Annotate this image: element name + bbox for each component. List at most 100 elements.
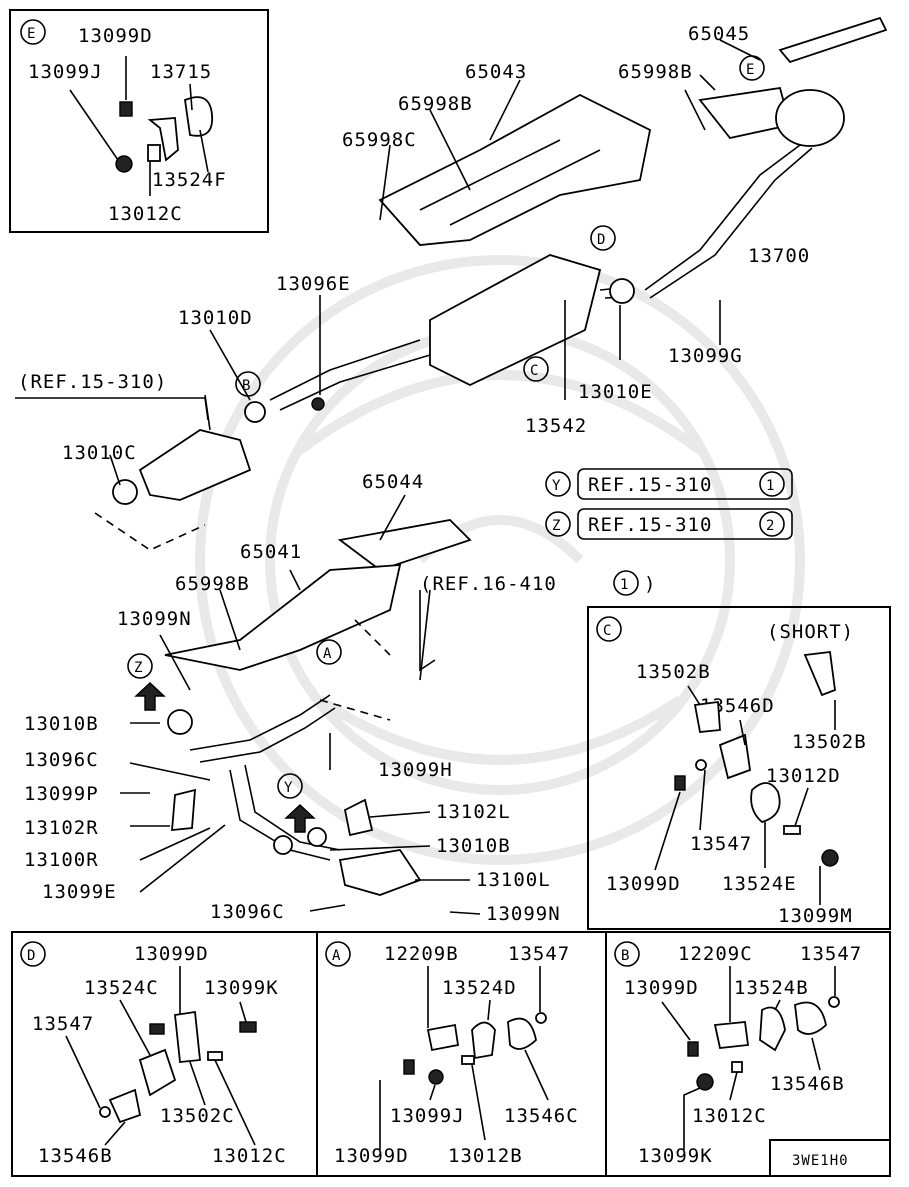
label-65043: 65043 xyxy=(465,61,527,83)
label-65041: 65041 xyxy=(240,541,302,563)
rubber-hanger-icon xyxy=(794,1001,827,1035)
bracket-icon xyxy=(426,1023,460,1052)
label-65998C: 65998C xyxy=(342,129,417,151)
label-65998B: 65998B xyxy=(398,93,473,115)
tail-pipe-tip-icon xyxy=(778,16,888,64)
inset-b-panel: B 12209C 13547 13099D 13524B 13546B 1301… xyxy=(605,931,891,1177)
label-13099N: 13099N xyxy=(486,903,561,925)
gasket-13010B xyxy=(307,827,327,847)
ref-y-text: REF.15-310 xyxy=(588,474,712,496)
label-13010E: 13010E xyxy=(578,381,653,403)
pin-icon xyxy=(731,1061,743,1073)
label-13010B: 13010B xyxy=(24,713,99,735)
inset-c-label-13547: 13547 xyxy=(690,833,752,855)
pin-icon xyxy=(207,1051,223,1061)
ref-16-410-num: 1 xyxy=(620,577,629,593)
inset-e-tag: E xyxy=(27,26,36,42)
label-13099N: 13099N xyxy=(117,608,192,630)
exhaust-pipe-13700 xyxy=(644,144,813,299)
inset-b-label-13099K: 13099K xyxy=(638,1145,713,1167)
bolt-icon xyxy=(149,1023,165,1035)
heat-protector-65044 xyxy=(337,519,472,572)
inset-d-label-13099K: 13099K xyxy=(204,977,279,999)
ref-z-text: REF.15-310 xyxy=(588,514,712,536)
inset-e-label-13524F: 13524F xyxy=(152,169,227,191)
inset-b-label-13546B: 13546B xyxy=(770,1073,845,1095)
label-13700: 13700 xyxy=(748,245,810,267)
bolt-icon xyxy=(428,1069,444,1085)
bracket-icon xyxy=(803,651,836,697)
inset-c-label-13012D: 13012D xyxy=(766,765,841,787)
ref-box-z: Z REF.15-310 2 xyxy=(545,508,793,540)
inset-d-label-13099D: 13099D xyxy=(134,943,209,965)
bracket-icon xyxy=(713,1021,750,1049)
inset-a-tag: A xyxy=(332,948,341,964)
catalytic-converter-icon xyxy=(138,429,252,501)
bracket-13102R xyxy=(171,788,196,832)
pin-icon xyxy=(461,1055,475,1065)
rubber-hanger-icon xyxy=(138,1048,177,1097)
label-13099P: 13099P xyxy=(24,783,99,805)
arrow-up-icon xyxy=(284,804,316,833)
heat-protector-65043 xyxy=(378,93,652,246)
rubber-hanger-icon xyxy=(750,782,781,824)
label-13096E: 13096E xyxy=(276,273,351,295)
ref-z-num: 2 xyxy=(766,518,775,534)
label-13100R: 13100R xyxy=(24,849,99,871)
tag-b: B xyxy=(242,378,251,394)
main-diagram: E D C B A Z Y 65045 65043 65998B 65998B … xyxy=(15,16,888,925)
label-13096C: 13096C xyxy=(210,901,285,923)
bracket-icon xyxy=(693,700,721,733)
tag-e: E xyxy=(746,62,755,78)
heat-protector-65041 xyxy=(164,564,402,671)
label-13010D: 13010D xyxy=(178,307,253,329)
gasket-13010E xyxy=(609,278,635,304)
tag-z: Z xyxy=(134,660,143,676)
inset-e-label-13099D: 13099D xyxy=(78,25,153,47)
bolt-icon xyxy=(239,1021,257,1033)
inset-e-panel: E 13099D 13099J 13715 13524F 13012C xyxy=(9,9,269,233)
bolt-icon xyxy=(821,849,839,867)
inset-d-label-13547: 13547 xyxy=(32,1013,94,1035)
label-65998B: 65998B xyxy=(175,573,250,595)
inset-c-label-13099M: 13099M xyxy=(778,905,853,927)
inset-c-label-13099D: 13099D xyxy=(606,873,681,895)
footer-code: 3WE1H0 xyxy=(792,1153,849,1169)
ref-box-y: Y REF.15-310 1 xyxy=(545,468,793,500)
inset-d-tag: D xyxy=(27,948,36,964)
rubber-hanger-icon xyxy=(108,1088,142,1124)
ref-close-paren: ) xyxy=(644,573,656,595)
label-65044: 65044 xyxy=(362,471,424,493)
inset-c-panel: C (SHORT) 13502B 13546D 13502B 13012D 13… xyxy=(587,606,891,930)
bolt-icon xyxy=(687,1041,699,1057)
rubber-hanger-icon xyxy=(718,733,751,780)
inset-e-label-13012C: 13012C xyxy=(108,203,183,225)
inset-a-label-13099J: 13099J xyxy=(390,1105,465,1127)
bolt-icon xyxy=(674,775,686,791)
rubber-hanger-icon xyxy=(471,1021,496,1060)
inset-e-label-13099J: 13099J xyxy=(28,61,103,83)
inset-d-label-13524C: 13524C xyxy=(84,977,159,999)
bracket-13102L xyxy=(343,798,374,837)
rubber-hanger-icon xyxy=(759,1006,786,1052)
inset-c-note: (SHORT) xyxy=(767,621,854,643)
washer-icon xyxy=(695,759,707,771)
inset-a-label-13546C: 13546C xyxy=(504,1105,579,1127)
gasket-13010D xyxy=(244,401,266,423)
center-muffler-13542 xyxy=(429,254,602,387)
inset-a-label-13012B: 13012B xyxy=(448,1145,523,1167)
inset-d-label-13546B: 13546B xyxy=(38,1145,113,1167)
label-13010C: 13010C xyxy=(62,442,137,464)
inset-e-label-13715: 13715 xyxy=(150,61,212,83)
inset-d-panel: D 13099D 13524C 13099K 13547 13502C 1354… xyxy=(11,931,318,1177)
inset-b-label-13547: 13547 xyxy=(800,943,862,965)
washer-icon xyxy=(99,1106,111,1118)
label-13010B: 13010B xyxy=(436,835,511,857)
arrow-up-icon xyxy=(134,682,166,711)
label-13096C: 13096C xyxy=(24,749,99,771)
bolt-icon xyxy=(119,101,133,117)
ref-z-tag: Z xyxy=(552,518,561,534)
inset-a-panel: A 12209B 13547 13524D 13099J 13546C 1309… xyxy=(316,931,607,1177)
washer-icon xyxy=(535,1012,547,1024)
ref-16-410-label: (REF.16-410 xyxy=(420,573,557,595)
